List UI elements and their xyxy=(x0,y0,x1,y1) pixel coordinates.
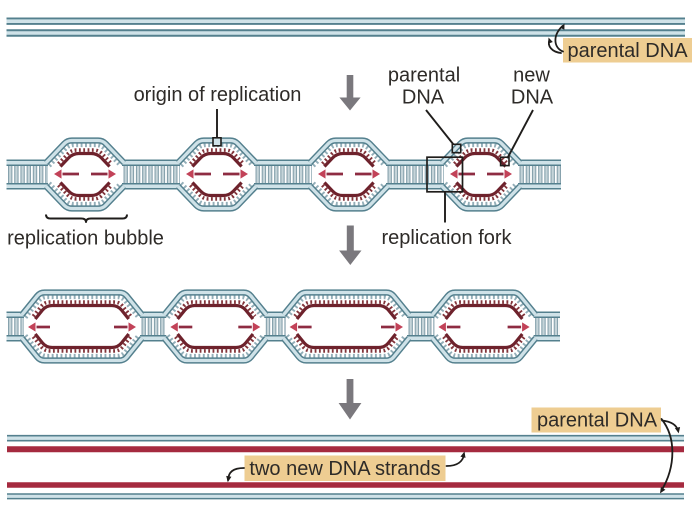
svg-text:replication bubble: replication bubble xyxy=(7,228,164,250)
svg-text:origin of replication: origin of replication xyxy=(134,84,302,106)
svg-text:parental DNA: parental DNA xyxy=(537,410,658,432)
svg-text:replication fork: replication fork xyxy=(381,227,512,249)
svg-text:DNA: DNA xyxy=(402,87,445,109)
svg-text:DNA: DNA xyxy=(511,87,554,109)
svg-text:parental: parental xyxy=(388,65,460,87)
svg-text:parental DNA: parental DNA xyxy=(567,40,688,62)
svg-text:two new DNA strands: two new DNA strands xyxy=(249,458,440,480)
svg-text:new: new xyxy=(513,65,550,87)
